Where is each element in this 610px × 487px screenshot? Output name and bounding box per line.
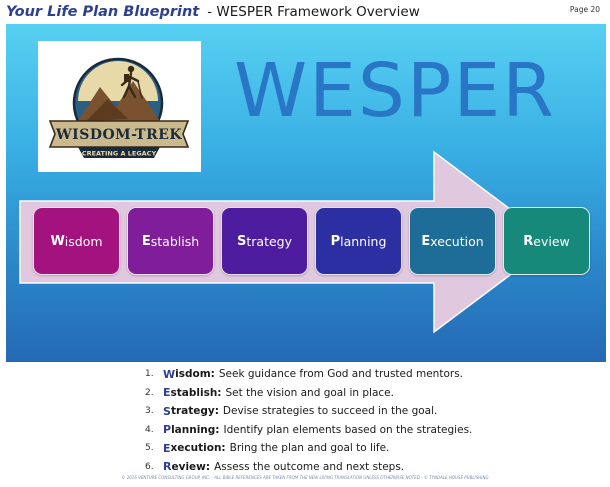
step-initial: E [141, 233, 151, 249]
list-term: trategy: [170, 405, 219, 418]
list-initial: S [163, 404, 171, 418]
wesper-title: WESPER [234, 48, 556, 134]
hiker-mountain-icon: WISDOM-TREK CREATING A LEGACY [48, 57, 190, 158]
step-label-rest: trategy [246, 233, 292, 249]
list-initial: W [163, 367, 176, 381]
page-number: Page 20 [569, 5, 600, 14]
list-initial: R [163, 460, 172, 474]
wisdom-trek-logo: WISDOM-TREK CREATING A LEGACY [38, 41, 201, 172]
step-label-rest: stablish [150, 233, 200, 249]
list-term: xecution: [170, 442, 226, 455]
list-description: Identify plan elements based on the stra… [223, 423, 473, 436]
list-initial: P [163, 423, 172, 437]
list-description: Seek guidance from God and trusted mento… [218, 368, 463, 381]
step-initial: S [237, 233, 247, 249]
list-initial: E [163, 386, 171, 400]
step-initial: E [421, 233, 431, 249]
step-initial: R [523, 233, 534, 249]
list-initial: E [163, 441, 171, 455]
list-description: Set the vision and goal in place. [225, 386, 394, 399]
list-number: 4. [145, 424, 154, 435]
document-subtitle: - WESPER Framework Overview [207, 4, 420, 20]
list-number: 3. [145, 406, 154, 417]
list-description: Devise strategies to succeed in the goal… [222, 405, 438, 418]
document-title: Your Life Plan Blueprint [6, 4, 200, 20]
step-label-rest: xecution [430, 233, 484, 249]
list-term: isdom: [175, 368, 215, 381]
step-initial: P [330, 233, 341, 249]
logo-tagline: CREATING A LEGACY [82, 150, 157, 158]
list-number: 2. [145, 387, 154, 398]
list-description: Assess the outcome and next steps. [214, 460, 405, 473]
logo-banner-text: WISDOM-TREK [55, 127, 182, 143]
step-label-rest: isdom [64, 233, 103, 249]
list-number: 6. [145, 461, 154, 472]
copyright-footer: © 2016 VENTURE CONSULTING GROUP, INC. - … [121, 475, 489, 480]
list-description: Bring the plan and goal to life. [229, 442, 390, 455]
list-number: 5. [145, 443, 154, 454]
step-initial: W [50, 233, 65, 249]
step-label-rest: lanning [340, 233, 387, 249]
list-term: stablish: [170, 386, 222, 399]
step-label-rest: eview [533, 233, 570, 249]
list-term: lanning: [171, 423, 220, 436]
page-header: Your Life Plan Blueprint - WESPER Framew… [6, 2, 606, 22]
list-term: eview: [171, 460, 211, 473]
list-number: 1. [145, 369, 154, 380]
